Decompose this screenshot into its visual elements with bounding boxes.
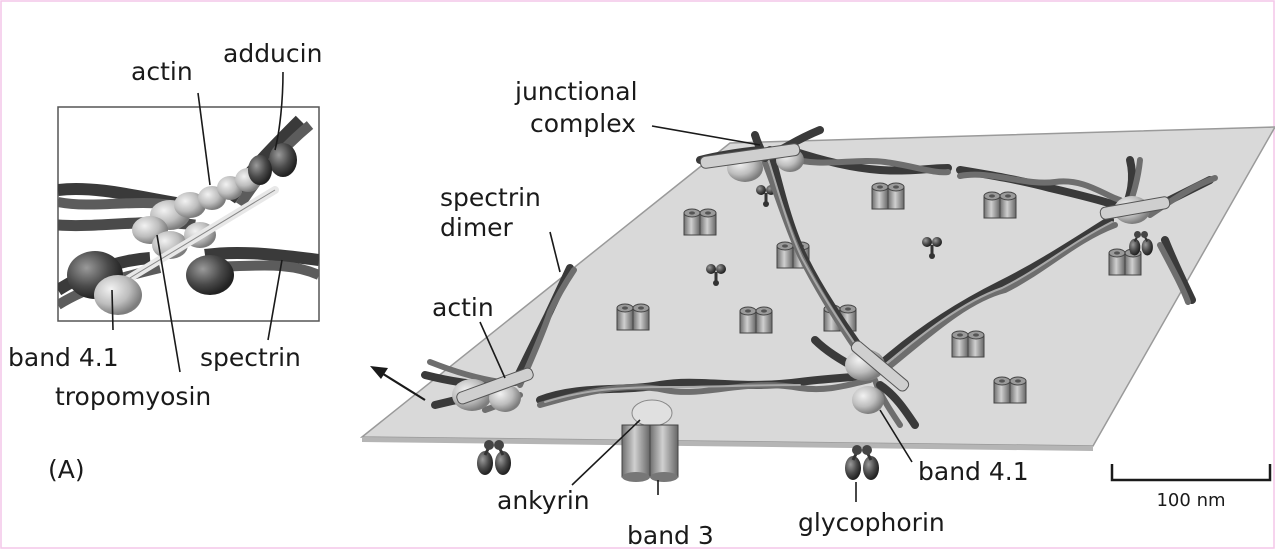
label-junctional-complex-line2: complex [530,109,636,138]
label-glycophorin: glycophorin [798,508,945,537]
inset-label-adducin: adducin [223,39,322,68]
label-band3: band 3 [627,521,714,549]
label-junctional-complex-line1: junctional [514,77,638,106]
label-actin: actin [432,293,494,322]
label-ankyrin: ankyrin [497,486,590,515]
inset-label-band41: band 4.1 [8,343,119,372]
inset-label-tropomyosin: tropomyosin [55,382,211,411]
scale-bar [1112,464,1270,480]
label-spectrin-dimer-line1: spectrin [440,183,541,212]
inset-label-spectrin: spectrin [200,343,301,372]
inset-label-actin: actin [131,57,193,86]
label-spectrin-dimer-line2: dimer [440,213,514,242]
inset-panel [58,107,319,321]
zoom-arrow [370,366,425,400]
label-band41: band 4.1 [918,457,1029,486]
scale-bar-label: 100 nm [1156,490,1225,511]
panel-label: (A) [48,455,85,484]
